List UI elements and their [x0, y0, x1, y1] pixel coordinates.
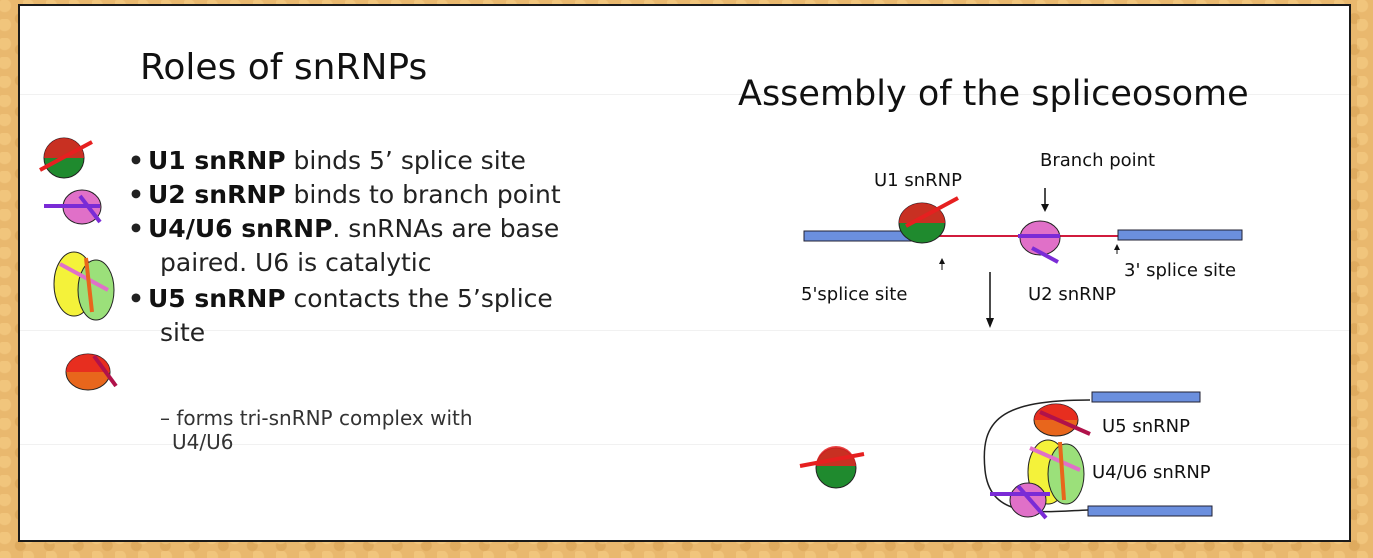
u4u6-snrnp-icon [53, 251, 115, 321]
u2-snrnp-icon [44, 189, 102, 225]
bullet-u4u6-cont: paired. U6 is catalytic [160, 248, 432, 277]
u5-snrnp-icon [65, 353, 118, 391]
slide-frame [18, 4, 1351, 542]
divider [20, 444, 1349, 445]
bullet-u5-cont: site [160, 318, 206, 347]
sub-bullet: – forms tri-snRNP complex with [160, 406, 473, 430]
u2-snrnp-bound [1018, 220, 1061, 264]
bullet-u2: •U2 snRNP binds to branch point [128, 180, 561, 209]
sub-bullet-cont: U4/U6 [172, 430, 234, 454]
label-u1: U1 snRNP [874, 170, 962, 191]
u1-snrnp-released [799, 446, 865, 489]
bullet-u4u6: •U4/U6 snRNP. snRNAs are base [128, 214, 560, 243]
label-u5: U5 snRNP [1102, 416, 1190, 437]
divider [20, 330, 1349, 331]
divider [20, 94, 1349, 95]
label-u4u6: U4/U6 snRNP [1092, 462, 1211, 483]
bullet-u5: •U5 snRNP contacts the 5’splice [128, 284, 553, 313]
roles-title: Roles of snRNPs [140, 47, 428, 88]
u1-snrnp-icon [39, 137, 93, 179]
label-5prime: 5'splice site [801, 284, 907, 305]
u5-snrnp-bound [1033, 403, 1091, 437]
assembly-title: Assembly of the spliceosome [738, 74, 1249, 114]
label-3prime: 3' splice site [1124, 260, 1236, 281]
label-u2: U2 snRNP [1028, 284, 1116, 305]
label-branch-point: Branch point [1040, 150, 1155, 171]
u2-snrnp-in-complex [990, 482, 1050, 520]
bullet-u1: •U1 snRNP binds 5’ splice site [128, 146, 526, 175]
u1-snrnp-bound [898, 196, 959, 244]
